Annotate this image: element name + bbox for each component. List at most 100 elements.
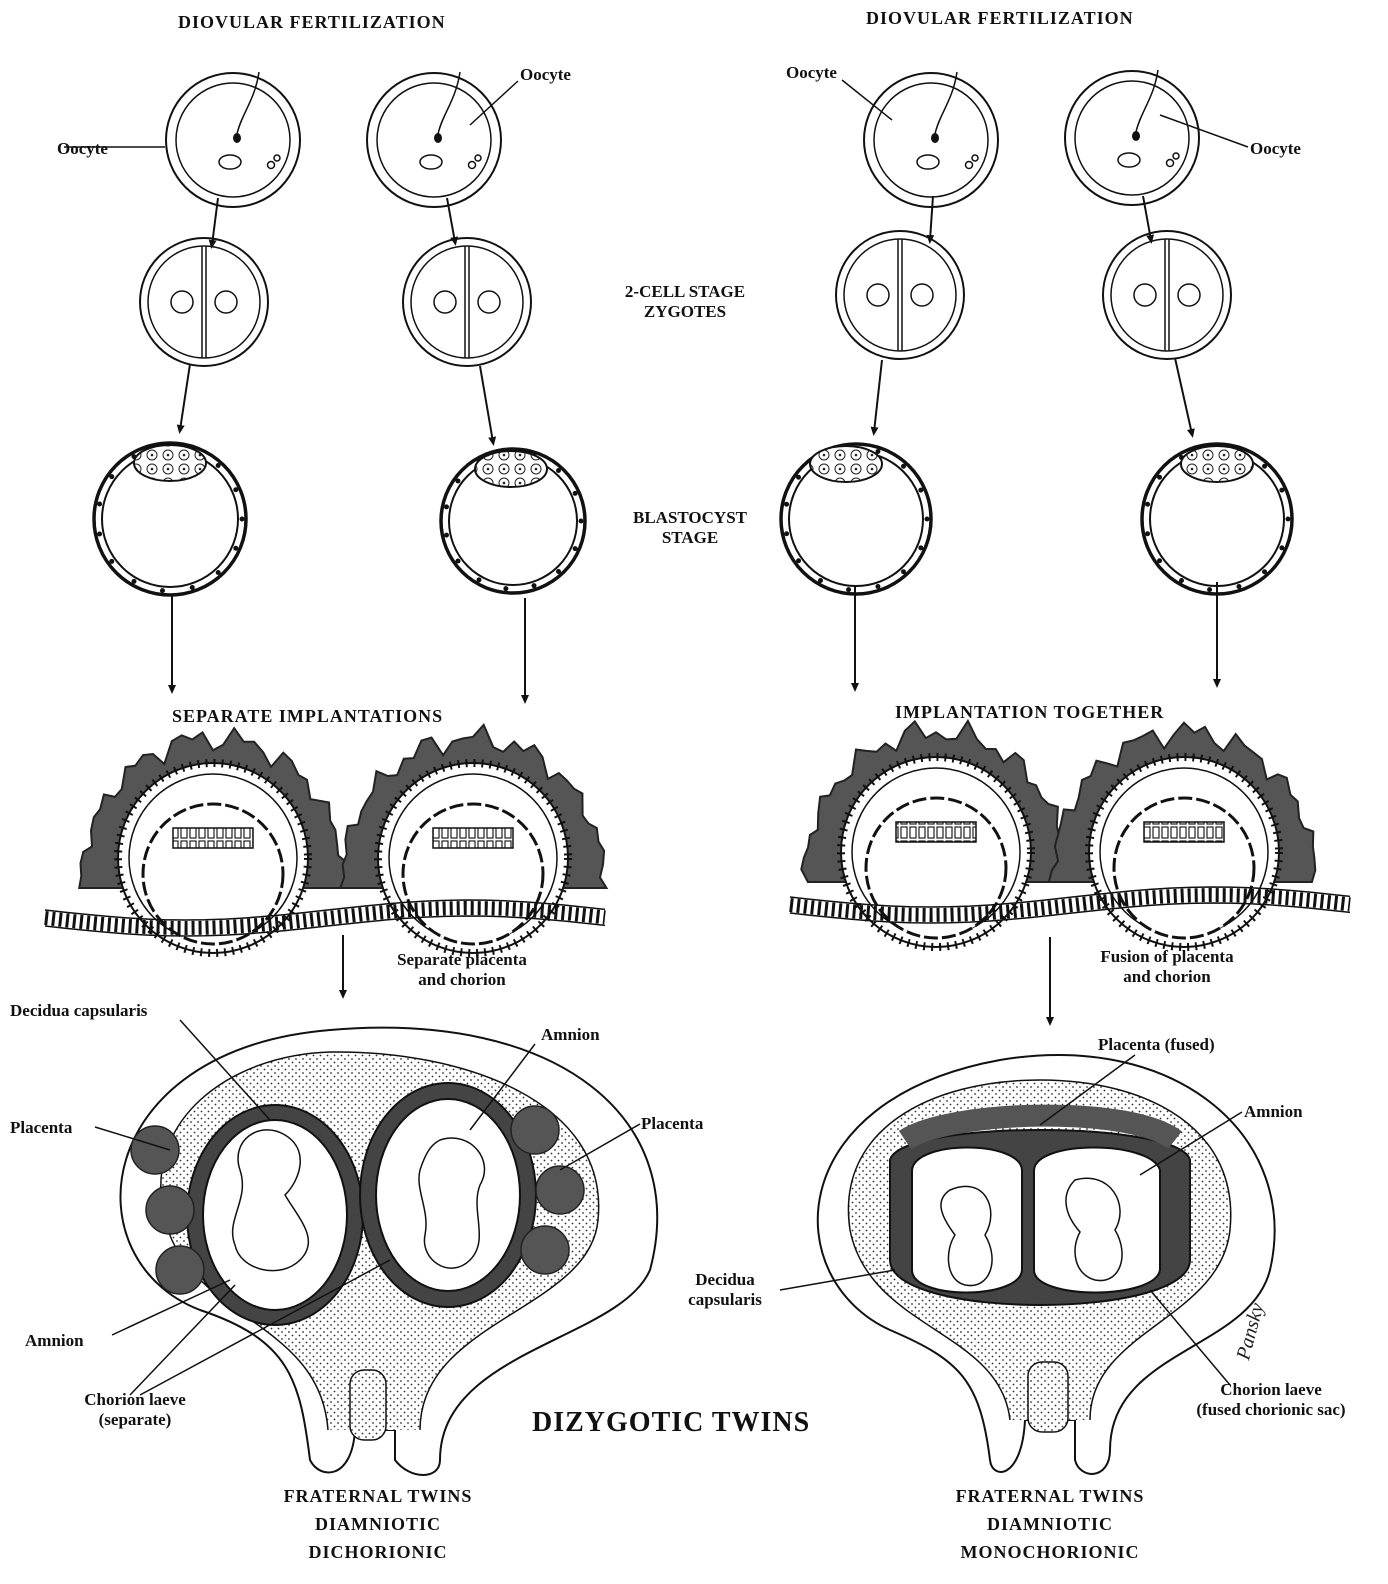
arrow-3 (926, 195, 935, 244)
zona-pellucida (139, 237, 269, 367)
inner-cell-mass (809, 445, 883, 483)
step-separate-line1: Separate placenta (397, 950, 527, 969)
label-chorion-right-line1: Chorion laeve (1220, 1380, 1322, 1399)
trophoblast-nucleus (1207, 587, 1213, 593)
trophoblast-nucleus (503, 586, 509, 592)
cell-stages (92, 69, 1294, 597)
sperm-tail (934, 71, 958, 135)
leader-line-15 (1149, 1289, 1231, 1386)
implantation-site-2 (338, 722, 609, 957)
label-chorion-laeve-right: Chorion laeve (fused chorionic sac) (1165, 1380, 1377, 1421)
two-cell-zygote-2 (402, 237, 532, 367)
leader-line-12 (1039, 1054, 1136, 1126)
uterine-epithelium-right-bottom (789, 902, 1351, 924)
sperm-tail (437, 71, 461, 135)
label-placenta-left: Placenta (10, 1118, 73, 1137)
step-separate-placenta: Separate placenta and chorion (362, 950, 562, 991)
uterus-sections (119, 1026, 1276, 1476)
heading-two-cell-line1: 2-CELL STAGE (624, 282, 746, 301)
trophoblast-nucleus (531, 583, 537, 589)
leader-line-6 (469, 1043, 536, 1131)
oocyte-1 (165, 71, 301, 208)
leader-line-9 (111, 1279, 231, 1336)
trophoblast-nucleus (109, 558, 115, 564)
cell-boundary (1110, 238, 1224, 352)
uterine-epithelium-left-bottom (44, 915, 606, 937)
cell-boundary (843, 238, 957, 352)
leader-line-13 (1139, 1111, 1243, 1176)
implantation-site-4 (1047, 721, 1317, 951)
nucleus (910, 283, 934, 307)
two-cell-zygote-1 (139, 237, 269, 367)
polar-body (1165, 158, 1175, 168)
sperm-tail (1135, 69, 1159, 133)
trophoblast-nucleus (1157, 558, 1163, 564)
trophoblast-nucleus (1262, 569, 1268, 575)
caption-right: FRATERNAL TWINS DIAMNIOTIC MONOCHORIONIC (890, 1483, 1210, 1567)
inner-cell-mass (1180, 445, 1254, 483)
uterine-epithelium-left (44, 901, 606, 935)
step-fusion-line2: and chorion (1123, 967, 1211, 987)
blastocyst-1 (92, 441, 248, 597)
trophoblast-nucleus (578, 518, 584, 524)
implantation-site-3 (800, 718, 1073, 951)
arrow-4 (1142, 195, 1155, 244)
leader-line-4 (1159, 114, 1249, 148)
embryonic-disc (1143, 821, 1225, 843)
fetus-right (418, 1137, 486, 1269)
trophoblast-outer (92, 441, 248, 597)
leader-line-7 (94, 1126, 171, 1151)
trophoblast-nucleus (1279, 487, 1285, 493)
fetus-left (231, 1129, 310, 1272)
caption-right-line3: MONOCHORIONIC (960, 1541, 1140, 1562)
label-placenta-right-of-left: Placenta (641, 1114, 704, 1133)
trophoblast-nucleus (443, 532, 449, 538)
zona-pellucida (835, 230, 965, 360)
arrow-6 (479, 365, 497, 446)
heading-left-diovular: DIOVULAR FERTILIZATION (178, 12, 446, 32)
caption-right-line2: DIAMNIOTIC (986, 1513, 1113, 1534)
arrow-8 (1174, 357, 1195, 438)
placental-villi (510, 1105, 560, 1155)
heading-blastocyst: BLASTOCYST STAGE (590, 508, 790, 549)
trophoblast-nucleus (784, 501, 790, 507)
caption-left-line2: DIAMNIOTIC (314, 1513, 441, 1534)
zona-pellucida (863, 72, 999, 208)
arrow-2 (446, 197, 459, 246)
leader-line-8 (559, 1123, 641, 1171)
fused-placenta (898, 1104, 1182, 1150)
nucleus (214, 290, 238, 314)
fetus-left (940, 1185, 993, 1287)
trophoblast-nucleus (476, 577, 482, 583)
label-oocyte-1: Oocyte (57, 139, 108, 158)
trophoblast-nucleus (1179, 577, 1184, 583)
label-oocyte-4: Oocyte (1250, 139, 1301, 158)
decidua-cells (837, 753, 1035, 951)
implantation-sections (44, 718, 1351, 957)
pronucleus (218, 154, 242, 170)
two-cell-zygote-3 (835, 230, 965, 360)
trophoblast-nucleus (1145, 531, 1151, 537)
trophoblast-nucleus (796, 474, 802, 480)
nucleus (866, 283, 890, 307)
trophoblast-nucleus (918, 487, 924, 493)
cervical-plug (349, 1369, 387, 1441)
leader-line-5 (179, 1019, 271, 1121)
trophoblast-nucleus (1157, 474, 1163, 480)
fetus-right (1065, 1177, 1123, 1282)
caption-right-line1: FRATERNAL TWINS (955, 1486, 1145, 1506)
uterus-right (816, 1054, 1276, 1475)
trophoblast-nucleus (572, 490, 578, 496)
leader-line-11 (139, 1259, 391, 1396)
label-leader-lines (64, 79, 1249, 1396)
heading-separate-implantations: SEPARATE IMPLANTATIONS (172, 706, 444, 726)
nucleus (477, 290, 501, 314)
step-fusion-placenta: Fusion of placenta and chorion (1062, 947, 1272, 988)
label-chorion-left-line2: (separate) (98, 1410, 172, 1430)
nucleus (1133, 283, 1157, 307)
zona-pellucida (1102, 230, 1232, 360)
trophoblast-nucleus (455, 478, 461, 484)
trophoblast-nucleus (159, 588, 165, 594)
blastocyst-wall (401, 802, 545, 946)
polar-body (273, 154, 281, 162)
